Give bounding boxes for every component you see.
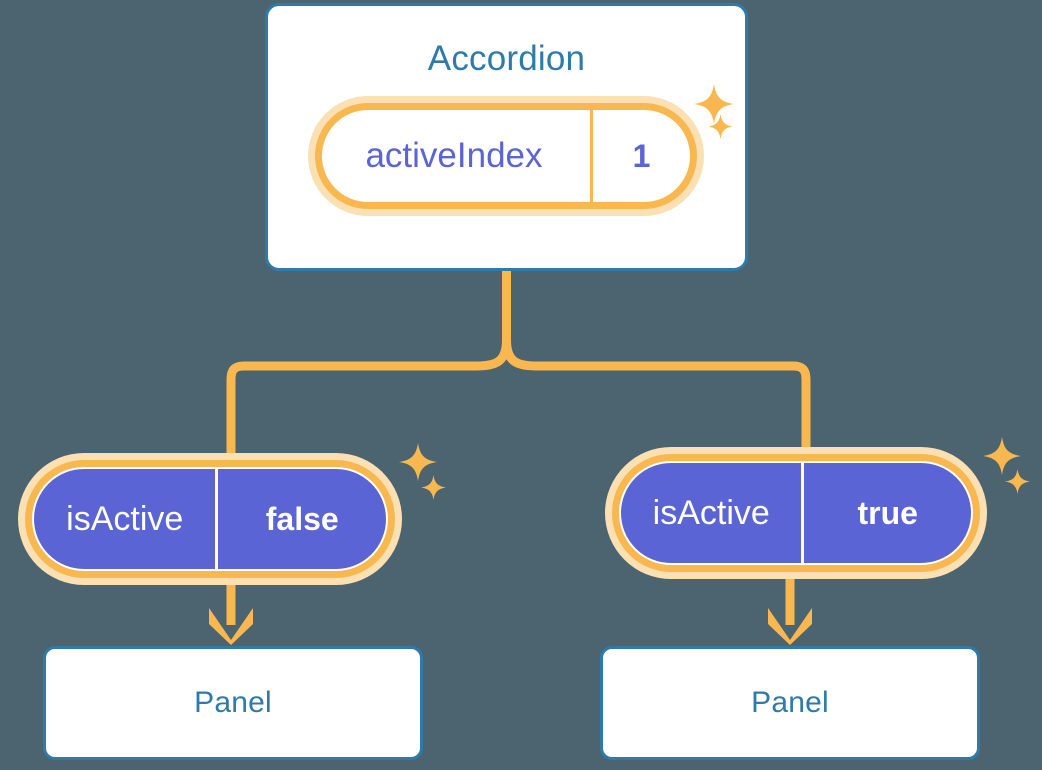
- state-value-label: false: [265, 500, 339, 537]
- state-key-label: activeIndex: [365, 136, 543, 175]
- state-key-label: isActive: [66, 499, 184, 538]
- page-title: Accordion: [427, 39, 586, 78]
- panel-label: Panel: [751, 686, 829, 719]
- state-pill-is-active-true[interactable]: isActive true: [605, 447, 987, 579]
- sparkle-icon-right-small: [1005, 469, 1030, 494]
- pill-divider: [215, 469, 219, 569]
- panel-label: Panel: [194, 686, 272, 719]
- arrow-down-icon-right: [768, 572, 812, 645]
- state-pill-is-active-false[interactable]: isActive false: [18, 453, 402, 585]
- branch-connector: [226, 266, 811, 460]
- sparkle-icon-left-small: [421, 475, 446, 500]
- pill-divider: [801, 463, 805, 563]
- arrow-down-icon-left: [209, 578, 253, 645]
- state-pill-active-index[interactable]: activeIndex 1: [308, 96, 704, 216]
- sparkle-icon-right-large: [983, 437, 1021, 475]
- state-key-label: isActive: [652, 493, 770, 532]
- state-value-label: 1: [632, 137, 651, 174]
- panel-node-card-left[interactable]: Panel: [43, 646, 423, 760]
- pill-body: isActive false: [32, 467, 388, 571]
- panel-node-card-right[interactable]: Panel: [600, 646, 980, 760]
- state-value-label: true: [857, 494, 918, 531]
- sparkle-icon-left-large: [399, 443, 437, 481]
- pill-divider: [590, 110, 593, 202]
- pill-body: activeIndex 1: [322, 110, 690, 202]
- pill-body: isActive true: [619, 461, 973, 565]
